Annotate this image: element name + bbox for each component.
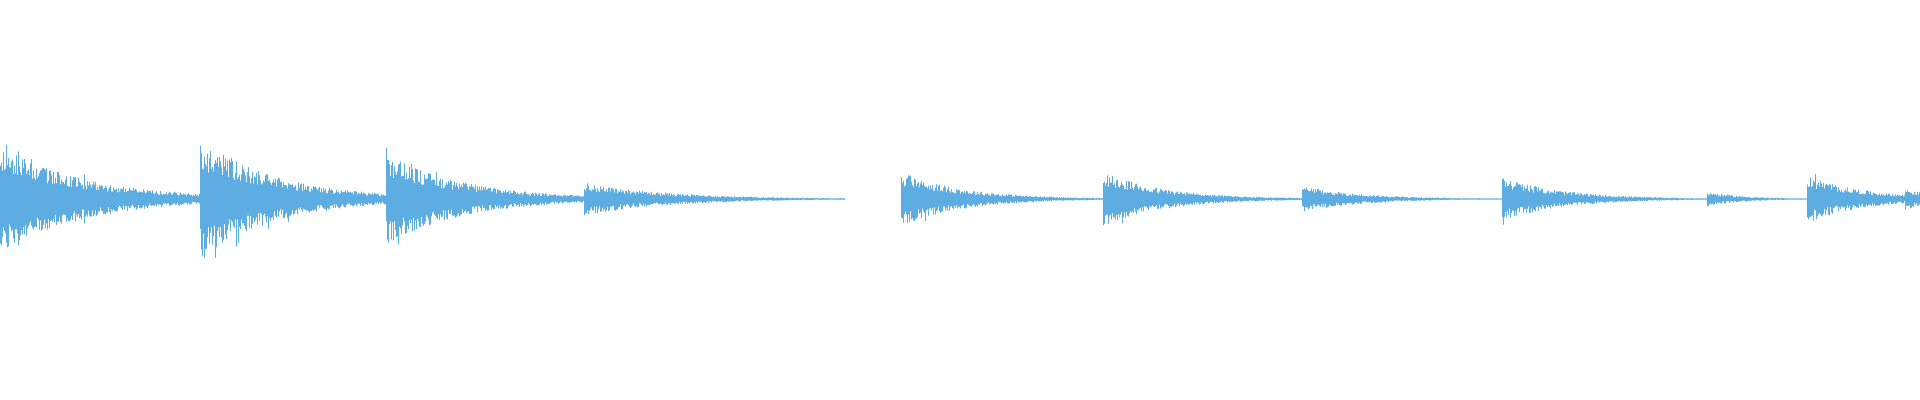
waveform-path-group [0,144,1920,258]
waveform-path [0,144,1920,258]
